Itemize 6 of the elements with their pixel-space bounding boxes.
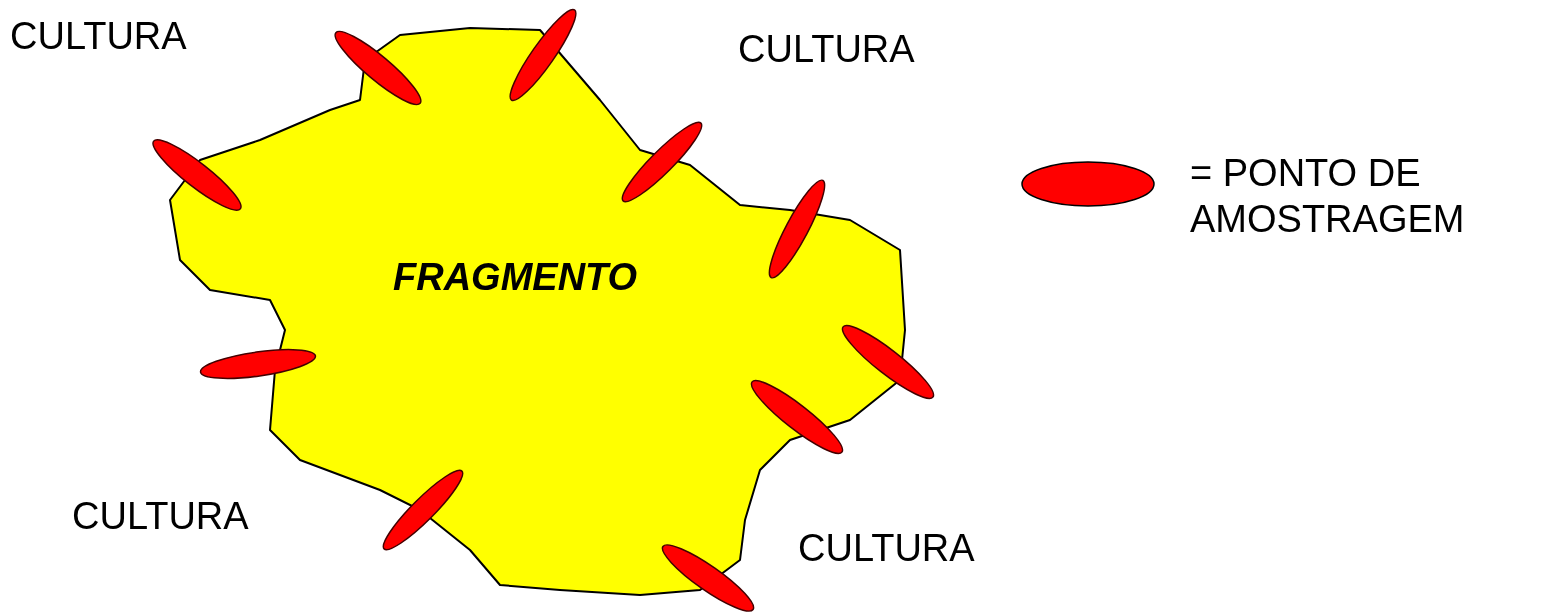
area-label: CULTURA [72, 495, 249, 538]
area-label: CULTURA [798, 527, 975, 570]
area-label: CULTURA [738, 28, 915, 71]
legend-text: = PONTO DE AMOSTRAGEM [1190, 151, 1466, 242]
region-label: FRAGMENTO [393, 256, 638, 299]
area-label: CULTURA [10, 15, 187, 58]
